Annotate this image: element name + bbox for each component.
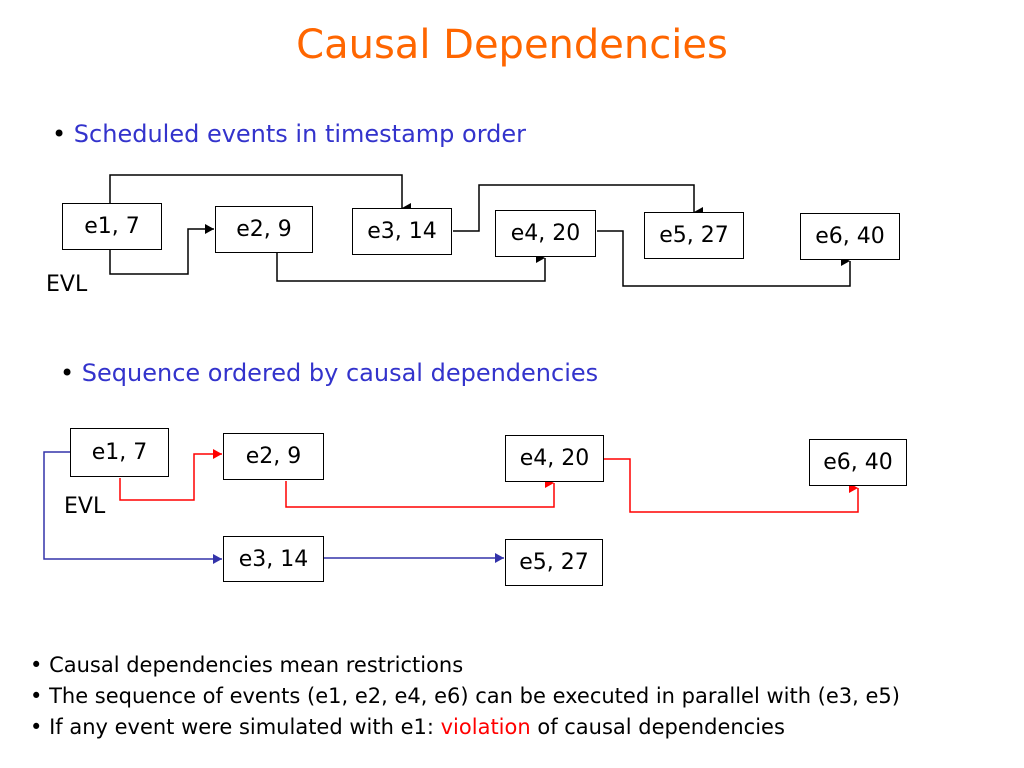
- section1-heading-text: Scheduled events in timestamp order: [73, 120, 527, 148]
- edge-e2-e4: [276, 253, 546, 282]
- event-box-e6-seq: e6, 40: [809, 439, 907, 486]
- section1-heading: • Scheduled events in timestamp order: [52, 120, 526, 148]
- violation-word: violation: [440, 715, 531, 739]
- event-box-e2-seq: e2, 9: [223, 433, 324, 480]
- event-box-e2: e2, 9: [215, 206, 313, 253]
- evl-label-1: EVL: [46, 272, 88, 297]
- edge2-e2-e4: [285, 478, 555, 508]
- bullet-dot: •: [52, 120, 74, 148]
- page-title: Causal Dependencies: [296, 22, 728, 68]
- bullet-item-1: • Causal dependencies mean restrictions: [30, 653, 464, 677]
- section2-heading-text: Sequence ordered by causal dependencies: [81, 359, 599, 387]
- bullet-text-3-suffix: of causal dependencies: [530, 715, 785, 739]
- event-box-e6: e6, 40: [800, 213, 900, 260]
- event-box-e1: e1, 7: [62, 203, 162, 250]
- event-box-e4-seq: e4, 20: [505, 435, 604, 482]
- edge-e3-e5: [453, 184, 703, 232]
- evl-label-2: EVL: [64, 494, 106, 519]
- section2-heading: • Sequence ordered by causal dependencie…: [60, 359, 598, 387]
- event-box-e3: e3, 14: [352, 208, 452, 255]
- bullet-text-1: Causal dependencies mean restrictions: [49, 653, 464, 677]
- event-box-e3-seq: e3, 14: [223, 536, 324, 582]
- edge2-e4-e6: [604, 458, 859, 513]
- event-box-e5: e5, 27: [644, 212, 744, 259]
- bullet-item-2: • The sequence of events (e1, e2, e4, e6…: [30, 684, 900, 708]
- edge-e4-e6: [597, 230, 851, 287]
- bullet-item-3: • If any event were simulated with e1: v…: [30, 715, 785, 739]
- event-box-e5-seq: e5, 27: [505, 539, 603, 586]
- summary-bullets: • Causal dependencies mean restrictions …: [30, 650, 900, 743]
- edge2-e1-e2: [119, 449, 222, 501]
- event-box-e1-seq: e1, 7: [70, 428, 169, 477]
- edge2-e1-e3: [43, 451, 222, 564]
- edge-e1-e3: [109, 174, 411, 213]
- bullet-dot: •: [60, 359, 82, 387]
- bullet-text-2: The sequence of events (e1, e2, e4, e6) …: [49, 684, 900, 708]
- event-box-e4: e4, 20: [495, 210, 596, 257]
- bullet-text-3-prefix: If any event were simulated with e1:: [49, 715, 441, 739]
- edge-e1-e2: [109, 224, 214, 275]
